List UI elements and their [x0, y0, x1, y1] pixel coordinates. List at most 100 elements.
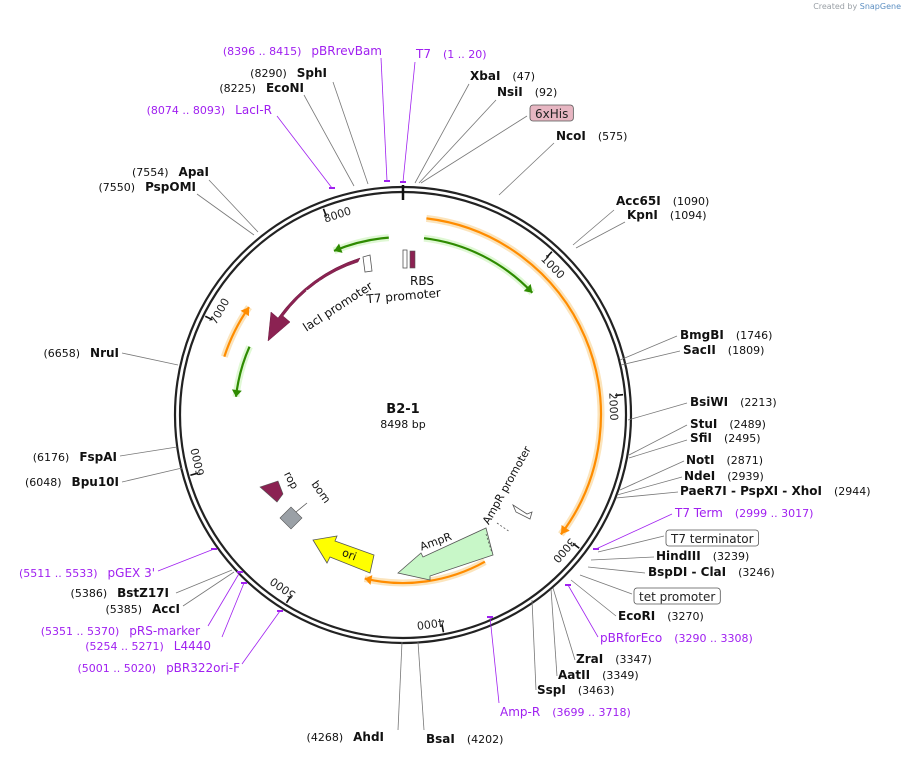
- site-label-acci[interactable]: (5385)AccI: [105, 602, 180, 616]
- site-label-bsai[interactable]: BsaI (4202): [426, 732, 503, 746]
- svg-text:BsaI(4202): BsaI (4202): [426, 732, 503, 746]
- site-label-laci-r[interactable]: (8074 .. 8093)LacI-R: [147, 103, 272, 117]
- site-label-paer7i-pspxi-xhoi[interactable]: PaeR7I - PspXI - XhoI(2944): [680, 484, 871, 498]
- site-label-fspai[interactable]: (6176)FspAI: [33, 450, 117, 464]
- ruler-label: 6000: [188, 447, 207, 477]
- site-label-pspomi[interactable]: (7550)PspOMI: [98, 180, 196, 194]
- site-label-pbrforeco[interactable]: pBRforEco(3290 .. 3308): [600, 631, 753, 645]
- site-label-sspi[interactable]: SspI(3463): [537, 683, 614, 697]
- ruler-tick: [545, 251, 553, 259]
- site-position: (4268): [307, 731, 344, 744]
- ruler-tick: [441, 624, 445, 633]
- svg-text:pBRforEco(3290 .. 3308): pBRforEco(3290 .. 3308): [600, 631, 753, 645]
- svg-text:(5511 .. 5533)pGEX 3': (5511 .. 5533)pGEX 3': [19, 566, 155, 580]
- site-label-sphi[interactable]: (8290)SphI: [250, 66, 327, 80]
- site-position: (5001 .. 5020): [78, 662, 157, 675]
- rop-arrow: [259, 480, 284, 503]
- t7-promoter-label: T7 promoter: [365, 286, 441, 307]
- site-label-ecori[interactable]: EcoRI(3270): [618, 609, 704, 623]
- site-label-t7[interactable]: T7(1 .. 20): [415, 47, 487, 61]
- site-name: BstZ17I: [117, 586, 169, 600]
- site-name: LacI-R: [235, 103, 272, 117]
- green-arc-his: [423, 237, 534, 294]
- site-label-nrui[interactable]: (6658)NruI: [43, 346, 119, 360]
- ruler-tick: [204, 315, 213, 321]
- site-label-zrai[interactable]: ZraI(3347): [576, 652, 652, 666]
- ori-label: ori: [340, 546, 358, 563]
- svg-text:(6048)Bpu10I: (6048)Bpu10I: [25, 475, 119, 489]
- site-position: (8290): [250, 67, 287, 80]
- site-position: (2871): [727, 454, 764, 467]
- t7-promoter-box: [402, 249, 408, 269]
- site-name: BsaI: [426, 732, 455, 746]
- site-name: AatII: [558, 668, 590, 682]
- site-position: (7550): [98, 181, 135, 194]
- site-label-bmgbi[interactable]: BmgBI(1746): [680, 328, 772, 342]
- site-label-pgex-3-[interactable]: (5511 .. 5533)pGEX 3': [19, 566, 155, 580]
- leader-lines: [119, 57, 688, 731]
- site-position: (6176): [33, 451, 70, 464]
- plasmid-name: B2-1: [386, 402, 419, 417]
- site-label-stui[interactable]: StuI(2489): [690, 417, 766, 431]
- site-label-pbrrevbam[interactable]: (8396 .. 8415)pBRrevBam: [223, 44, 382, 58]
- site-label-bstz17i[interactable]: (5386) BstZ17I: [71, 586, 169, 600]
- site-label-acc65i[interactable]: Acc65I(1090): [616, 194, 709, 208]
- site-name: EcoNI: [266, 81, 304, 95]
- site-name: NruI: [90, 346, 119, 360]
- site-label-tet-promoter[interactable]: tet promoter: [633, 587, 721, 605]
- site-label-l4440[interactable]: (5254 .. 5271)L4440: [85, 639, 211, 653]
- site-label-bpu10i[interactable]: (6048)Bpu10I: [25, 475, 119, 489]
- site-name: NotI: [686, 453, 715, 467]
- svg-text:BsiWI(2213): BsiWI(2213): [690, 395, 777, 409]
- site-label-apai[interactable]: (7554)ApaI: [132, 165, 209, 179]
- site-label-noti[interactable]: NotI (2871): [686, 453, 763, 467]
- site-label-amp-r[interactable]: Amp-R(3699 .. 3718): [500, 705, 631, 719]
- ruler-label: 5000: [268, 575, 298, 602]
- site-label-xbai[interactable]: XbaI(47): [470, 69, 535, 83]
- site-label-nsii[interactable]: NsiI(92): [497, 85, 557, 99]
- site-position: (47): [512, 70, 535, 83]
- site-label-t7-terminator[interactable]: T7 terminator: [665, 529, 759, 547]
- site-position: (5386): [71, 587, 108, 600]
- site-position: (4202): [467, 733, 504, 746]
- site-position: (2999 .. 3017): [735, 507, 814, 520]
- site-label-aatii[interactable]: AatII(3349): [558, 668, 639, 682]
- site-position: (2944): [834, 485, 871, 498]
- site-label-pbr322ori-f[interactable]: (5001 .. 5020)pBR322ori-F: [78, 661, 241, 675]
- site-label-t7-term[interactable]: T7 Term(2999 .. 3017): [674, 506, 813, 520]
- svg-text:NdeI(2939): NdeI(2939): [684, 469, 764, 483]
- svg-text:NotI(2871): NotI (2871): [686, 453, 763, 467]
- site-label-ndei[interactable]: NdeI(2939): [684, 469, 764, 483]
- ampr-promoter-arrow: [512, 503, 533, 520]
- svg-text:EcoRI(3270): EcoRI(3270): [618, 609, 704, 623]
- svg-text:SspI(3463): SspI(3463): [537, 683, 614, 697]
- snapgene-watermark: Created by SnapGene: [813, 2, 901, 11]
- svg-text:SfiI(2495): SfiI(2495): [690, 431, 761, 445]
- feature-arcs: [220, 214, 605, 587]
- svg-text:(7550)PspOMI: (7550)PspOMI: [98, 180, 196, 194]
- laci-promoter-arrow: [362, 254, 373, 273]
- site-label-sfii[interactable]: SfiI(2495): [690, 431, 761, 445]
- site-label-econi[interactable]: (8225)EcoNI: [219, 81, 304, 95]
- laci-gene-arrow: [267, 257, 361, 342]
- site-label-bspdi-clai[interactable]: BspDI - ClaI(3246): [648, 565, 775, 579]
- site-label-prs-marker[interactable]: (5351 .. 5370)pRS-marker: [41, 624, 200, 638]
- site-position: (6048): [25, 476, 62, 489]
- site-label-hindiii[interactable]: HindIII(3239): [656, 549, 749, 563]
- site-label-bsiwi[interactable]: BsiWI(2213): [690, 395, 777, 409]
- site-name: pBRforEco: [600, 631, 662, 645]
- site-name: NdeI: [684, 469, 715, 483]
- site-label-kpni[interactable]: KpnI(1094): [627, 208, 706, 222]
- site-label-sacii[interactable]: SacII(1809): [683, 343, 764, 357]
- site-name: SfiI: [690, 431, 712, 445]
- site-label-ahdi[interactable]: (4268)AhdI: [307, 730, 384, 744]
- svg-text:(6176)FspAI: (6176)FspAI: [33, 450, 117, 464]
- site-name: L4440: [174, 639, 211, 653]
- site-label-ncoi[interactable]: NcoI(575): [556, 129, 627, 143]
- svg-text:(5351 .. 5370)pRS-marker: (5351 .. 5370)pRS-marker: [41, 624, 200, 638]
- site-label-6xhis[interactable]: 6xHis: [529, 104, 574, 122]
- ruler-label: 4000: [416, 615, 445, 632]
- svg-text:SacII(1809): SacII(1809): [683, 343, 764, 357]
- orf-arc-bottom: [364, 560, 486, 585]
- site-name: Acc65I: [616, 194, 661, 208]
